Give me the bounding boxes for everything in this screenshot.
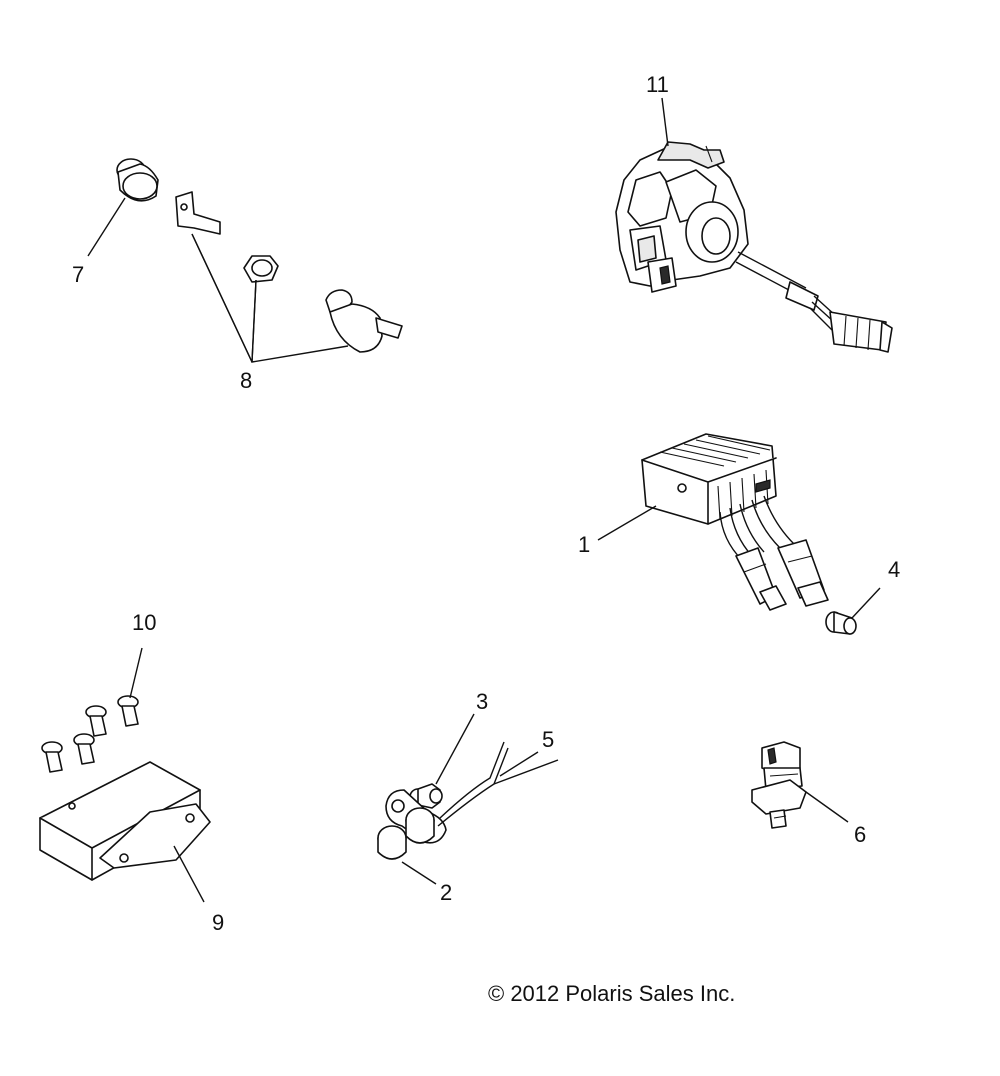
part-8-key — [175, 191, 221, 235]
leader-7 — [87, 197, 126, 257]
leader-10 — [129, 647, 143, 699]
callout-5: 5 — [542, 727, 554, 752]
leader-5 — [499, 751, 539, 777]
callout-3: 3 — [476, 689, 488, 714]
callout-6: 6 — [854, 822, 866, 847]
callout-10: 10 — [132, 610, 156, 635]
leader-4 — [851, 587, 881, 619]
callout-9: 9 — [212, 910, 224, 935]
part-2-grommets — [377, 807, 435, 860]
leader-9 — [173, 845, 205, 903]
part-10-screws — [41, 695, 139, 773]
part-11-harness — [735, 251, 893, 353]
part-8-nut — [243, 255, 279, 283]
leader-2 — [401, 861, 437, 885]
callout-8: 8 — [240, 368, 252, 393]
part-9-relay — [39, 761, 211, 881]
callout-1: 1 — [578, 532, 590, 557]
callout-7: 7 — [72, 262, 84, 287]
part-1-wiring — [719, 495, 829, 611]
leader-3 — [435, 713, 475, 785]
copyright-text: © 2012 Polaris Sales Inc. — [488, 981, 735, 1006]
part-6-pressure-switch — [751, 741, 807, 829]
leader-1 — [597, 505, 657, 541]
leader-11 — [661, 97, 669, 147]
callout-4: 4 — [888, 557, 900, 582]
part-8-ignition-switch — [325, 289, 403, 353]
leader-6 — [805, 791, 849, 823]
callout-11: 11 — [646, 72, 669, 97]
part-7-cap — [116, 158, 159, 202]
part-11-switch-housing — [615, 141, 749, 293]
part-1-regulator — [641, 433, 777, 525]
part-4-screw — [825, 611, 857, 635]
callout-2: 2 — [440, 880, 452, 905]
